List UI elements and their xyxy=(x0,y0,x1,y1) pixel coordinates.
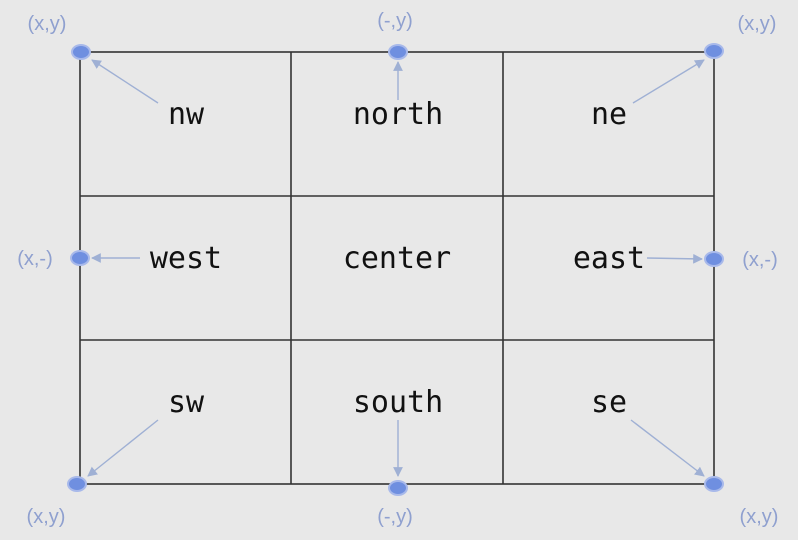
anchor-point-east xyxy=(704,251,724,267)
anchor-label-se: (x,y) xyxy=(740,506,779,528)
anchor-label-nw: (x,y) xyxy=(28,13,67,35)
anchor-point-nw xyxy=(71,44,91,60)
cell-label-se: se xyxy=(591,385,627,420)
anchor-point-west xyxy=(70,250,90,266)
cell-label-center: center xyxy=(343,241,451,276)
anchor-label-ne: (x,y) xyxy=(738,13,777,35)
arrow-east xyxy=(646,253,703,264)
cell-label-nw: nw xyxy=(168,97,205,132)
anchor-points xyxy=(67,43,724,496)
anchor-point-north xyxy=(388,44,408,60)
cell-label-south: south xyxy=(353,385,443,420)
anchor-point-se xyxy=(704,476,724,492)
anchor-point-south xyxy=(388,480,408,496)
anchor-point-ne xyxy=(704,43,724,59)
anchor-label-sw: (x,y) xyxy=(27,506,66,528)
anchor-label-north: (-,y) xyxy=(377,10,413,32)
arrow-nw xyxy=(91,59,159,104)
anchor-label-west: (x,-) xyxy=(17,248,53,270)
anchor-label-south: (-,y) xyxy=(377,506,413,528)
anchor-point-sw xyxy=(67,476,87,492)
arrow-sw xyxy=(87,419,159,477)
anchor-labels: (x,y) (-,y) (x,y) (x,-) (x,-) (x,y) (-,y… xyxy=(17,10,778,528)
cell-label-north: north xyxy=(353,97,443,132)
cell-label-east: east xyxy=(573,241,645,276)
cell-label-west: west xyxy=(150,241,222,276)
cell-label-ne: ne xyxy=(591,97,627,132)
arrow-ne xyxy=(632,59,705,104)
anchor-label-east: (x,-) xyxy=(742,249,778,271)
cell-label-sw: sw xyxy=(168,385,205,420)
cell-labels: nw north ne west center east sw south se xyxy=(150,97,645,420)
arrow-se xyxy=(630,419,705,477)
arrows xyxy=(87,59,705,477)
